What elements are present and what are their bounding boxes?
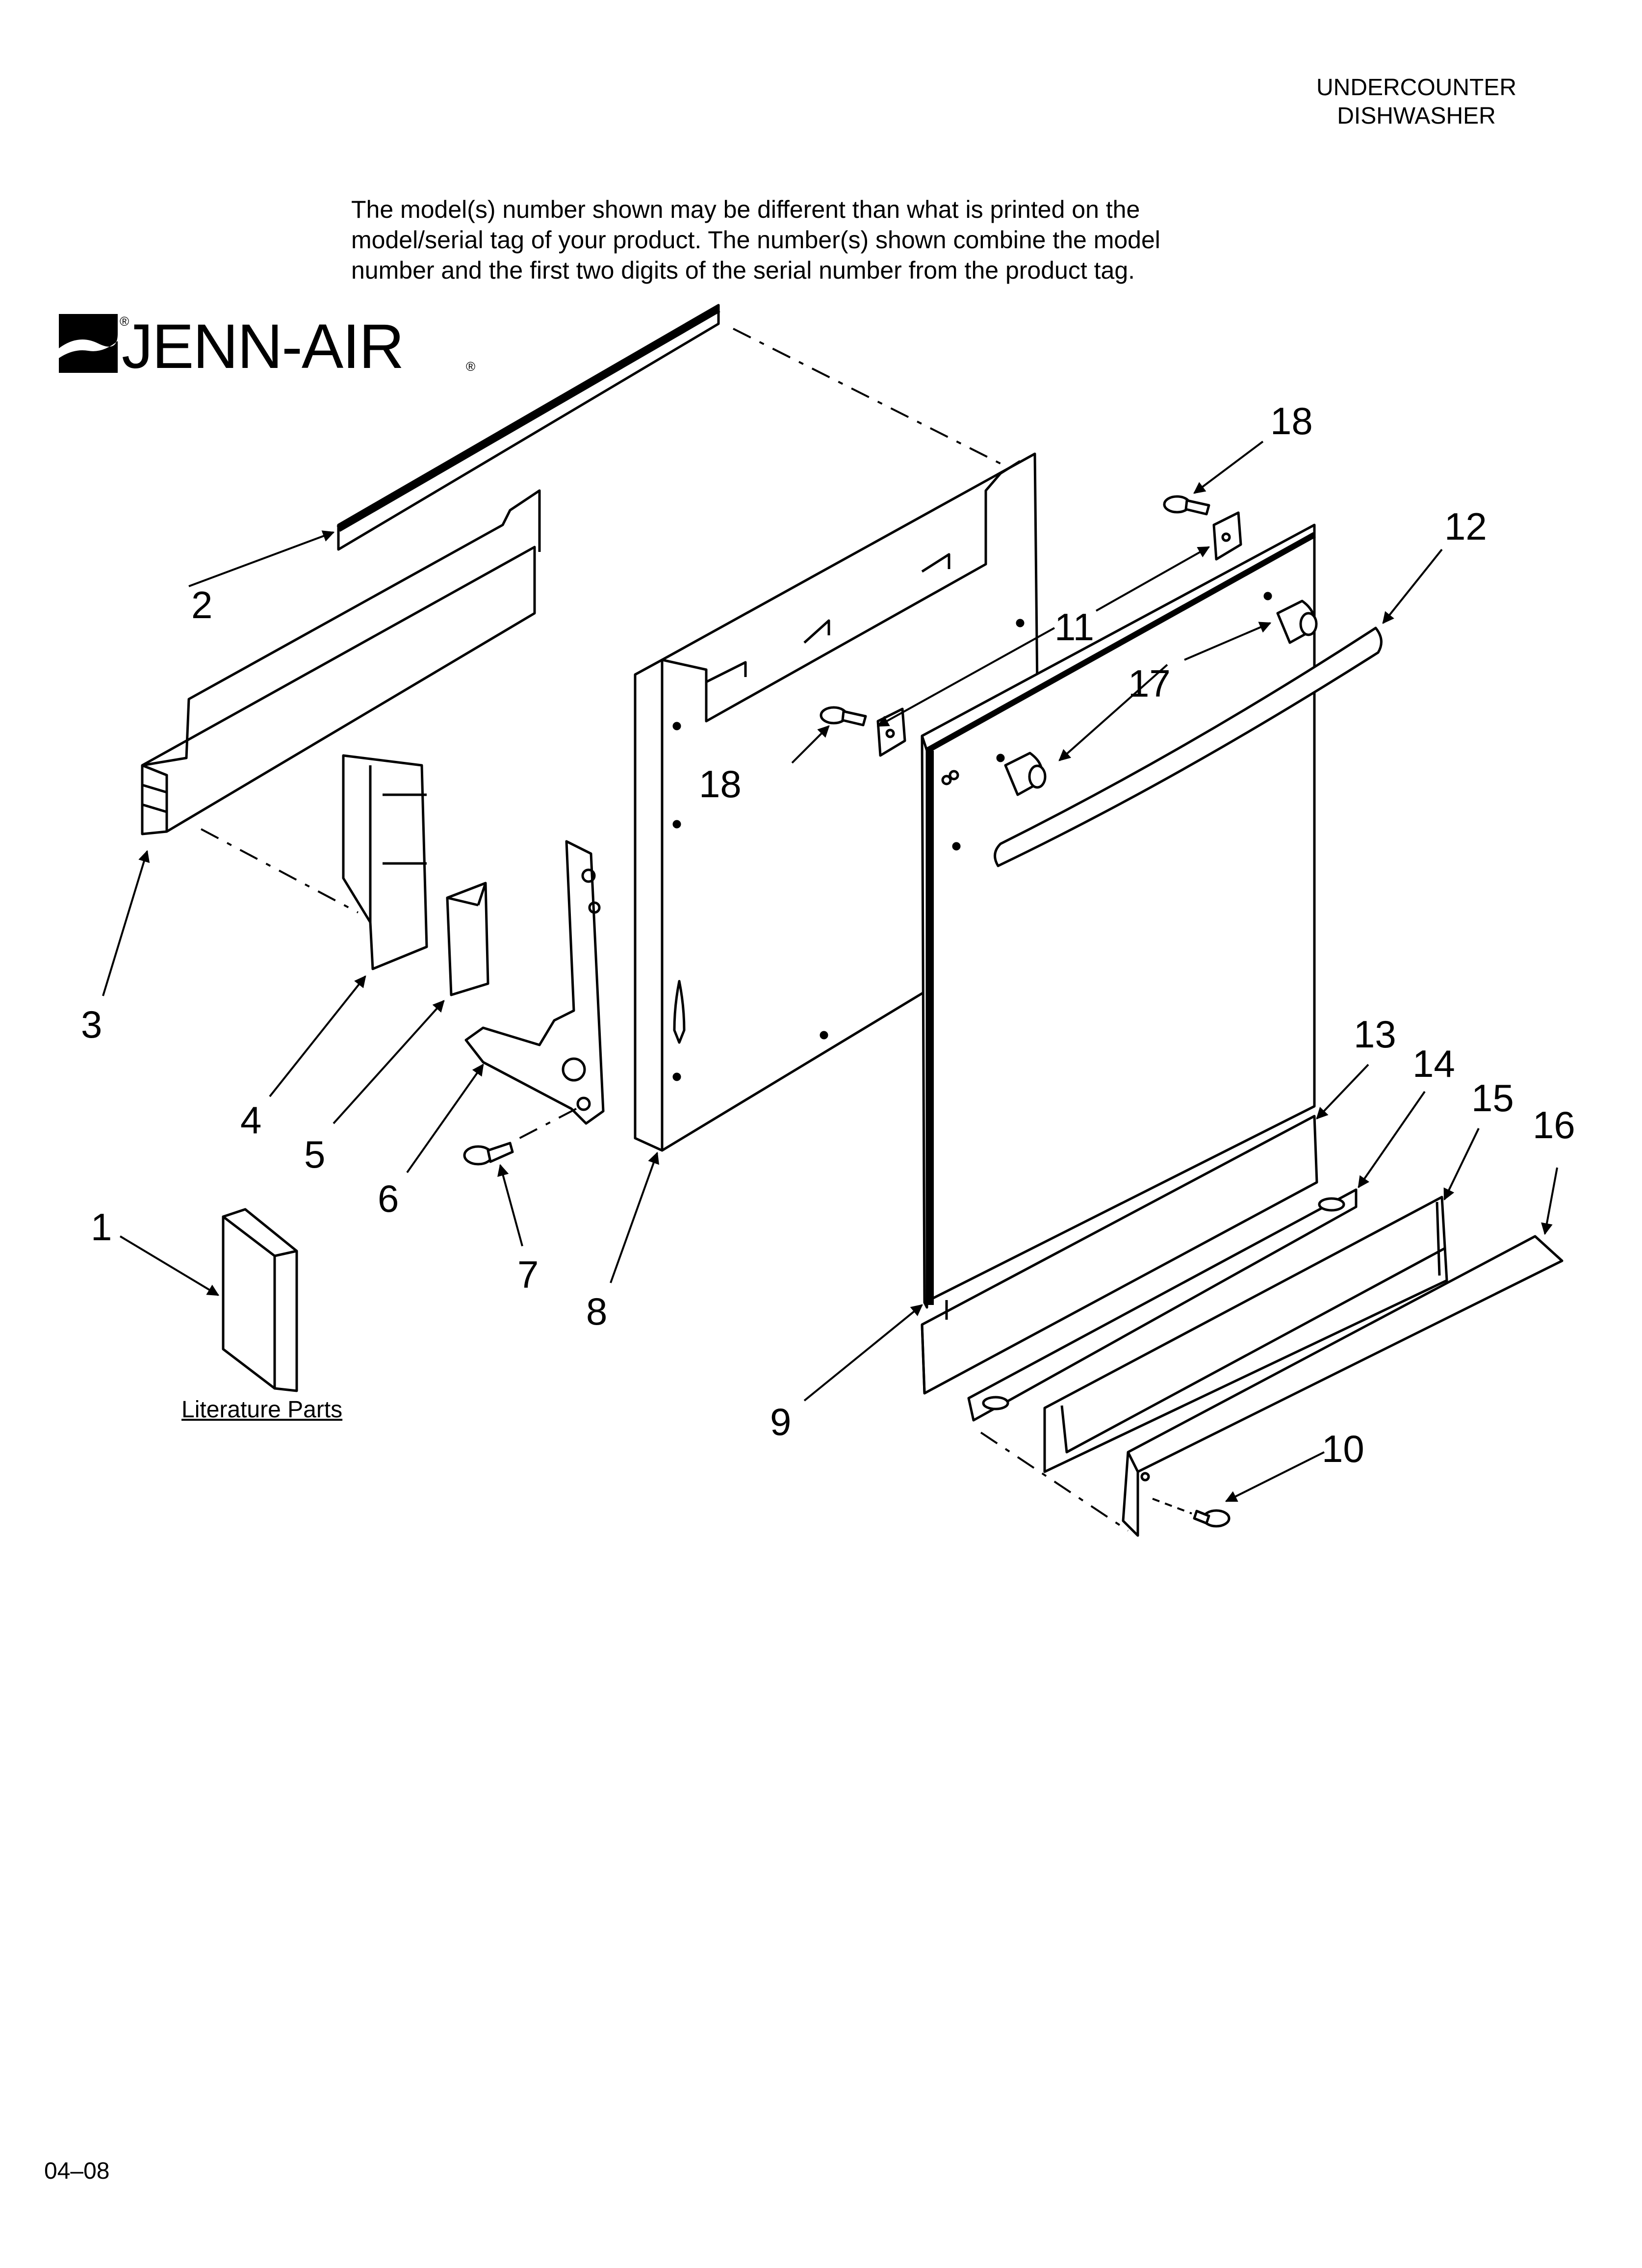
disclaimer-line-2: model/serial tag of your product. The nu… [351,226,1160,254]
part-1-literature [222,1208,298,1392]
part-11-plate-b [1212,511,1242,561]
part-6-hinge [464,840,605,1125]
category-line-1: UNDERCOUNTER [1316,75,1516,101]
part-17-mount-a [1004,752,1047,796]
callout-2: 2 [191,583,212,626]
part-14-strip [967,1188,1358,1422]
logo-mark-icon [59,314,118,373]
disclaimer-line-1: The model(s) number shown may be differe… [351,196,1140,223]
callout-17: 17 [1128,662,1171,705]
callout-8: 8 [586,1290,607,1333]
callout-18-right: 18 [1270,399,1313,443]
part-2-strip [336,304,720,551]
callout-15: 15 [1471,1076,1514,1120]
part-12-handle [994,626,1383,867]
logo-text: JENN-AIR [122,312,404,382]
callout-7: 7 [517,1253,539,1296]
callout-18-left: 18 [699,762,742,806]
part-5-block [446,882,489,996]
callout-13: 13 [1354,1013,1396,1056]
document-category: UNDERCOUNTER DISHWASHER [1269,74,1564,130]
footer-code: 04–08 [44,2158,110,2184]
part-7-screw [463,1142,514,1166]
callout-6: 6 [378,1177,399,1220]
callout-4: 4 [240,1098,261,1142]
brand-logo: ® JENN-AIR ® [59,304,475,388]
callout-1: 1 [91,1205,112,1249]
callout-9: 9 [770,1400,791,1443]
callout-10: 10 [1322,1427,1364,1470]
part-3-panel [141,489,541,835]
disclaimer-line-3: number and the first two digits of the s… [351,257,1135,284]
part-15-kickplate [1043,1196,1448,1473]
disclaimer-text: The model(s) number shown may be differe… [351,194,1332,286]
part-13-toe-panel [921,1115,1318,1395]
callout-16: 16 [1533,1103,1575,1147]
callout-12: 12 [1444,505,1487,548]
part-9-door [921,523,1316,1309]
literature-parts-label: Literature Parts [181,1397,343,1423]
callout-5: 5 [304,1133,325,1176]
part-16-baseplate [1122,1235,1564,1537]
part-17-mount-b [1276,600,1318,644]
callout-14: 14 [1412,1042,1455,1085]
part-4-bracket [342,754,428,970]
part-10-screw [1193,1509,1231,1528]
callout-11: 11 [1054,605,1094,649]
part-18-screw-a [820,706,867,727]
part-18-screw-b [1163,495,1210,516]
category-line-2: DISHWASHER [1337,103,1496,129]
callout-3: 3 [81,1003,102,1046]
